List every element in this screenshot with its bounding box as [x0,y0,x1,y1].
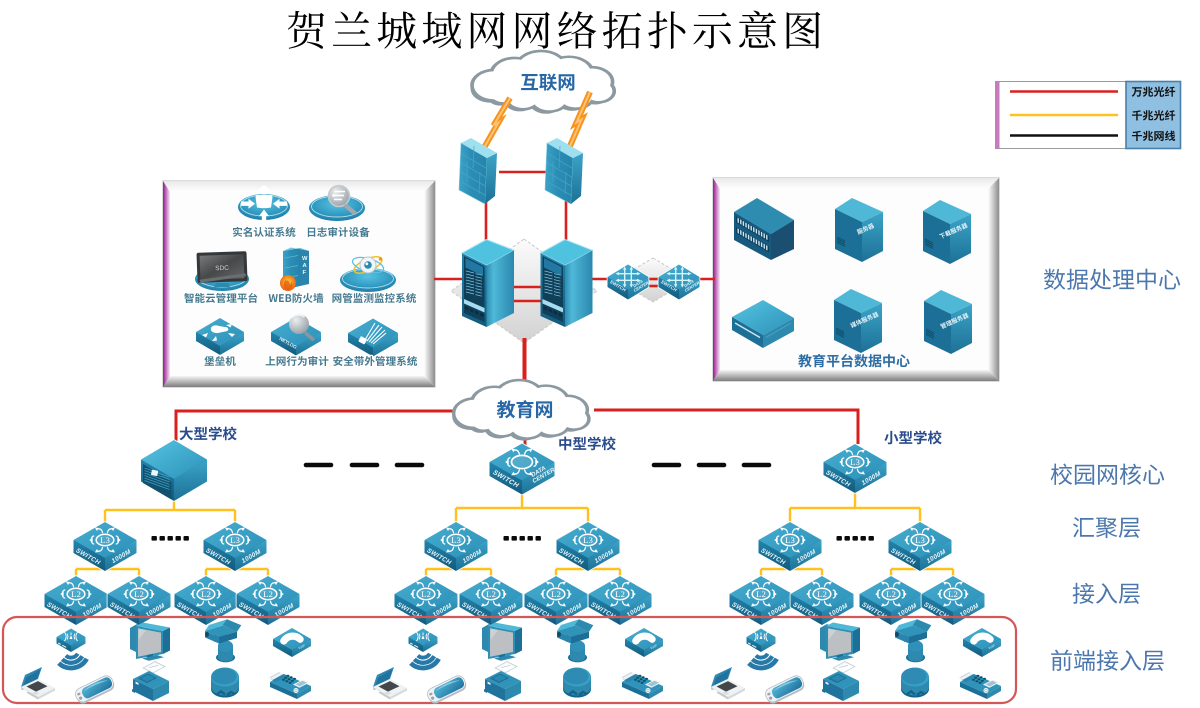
svg-text:L2: L2 [421,589,431,599]
svg-text:L2: L2 [756,589,766,599]
svg-text:L3: L3 [100,535,110,545]
svg-text:L3: L3 [230,535,240,545]
svg-text:DATA: DATA [632,279,644,289]
svg-text:L3: L3 [785,535,795,545]
svg-text:L2: L2 [486,589,496,599]
svg-text:L2: L2 [71,589,81,599]
svg-text:L3: L3 [451,535,461,545]
svg-text:A: A [303,263,308,269]
svg-text:W: W [302,256,308,262]
svg-text:DATA: DATA [683,279,695,289]
svg-text:L2: L2 [948,589,958,599]
svg-text:L3: L3 [915,535,925,545]
svg-text:L2: L2 [201,589,211,599]
svg-text:F: F [303,270,307,276]
svg-text:SDC: SDC [215,265,229,272]
svg-text:L3: L3 [850,457,860,467]
svg-text:L3: L3 [583,535,593,545]
svg-text:L2: L2 [817,589,827,599]
svg-text:L2: L2 [134,589,144,599]
svg-text:L2: L2 [263,589,273,599]
svg-text:L2: L2 [615,589,625,599]
svg-text:L2: L2 [886,589,896,599]
svg-text:L2: L2 [551,589,561,599]
